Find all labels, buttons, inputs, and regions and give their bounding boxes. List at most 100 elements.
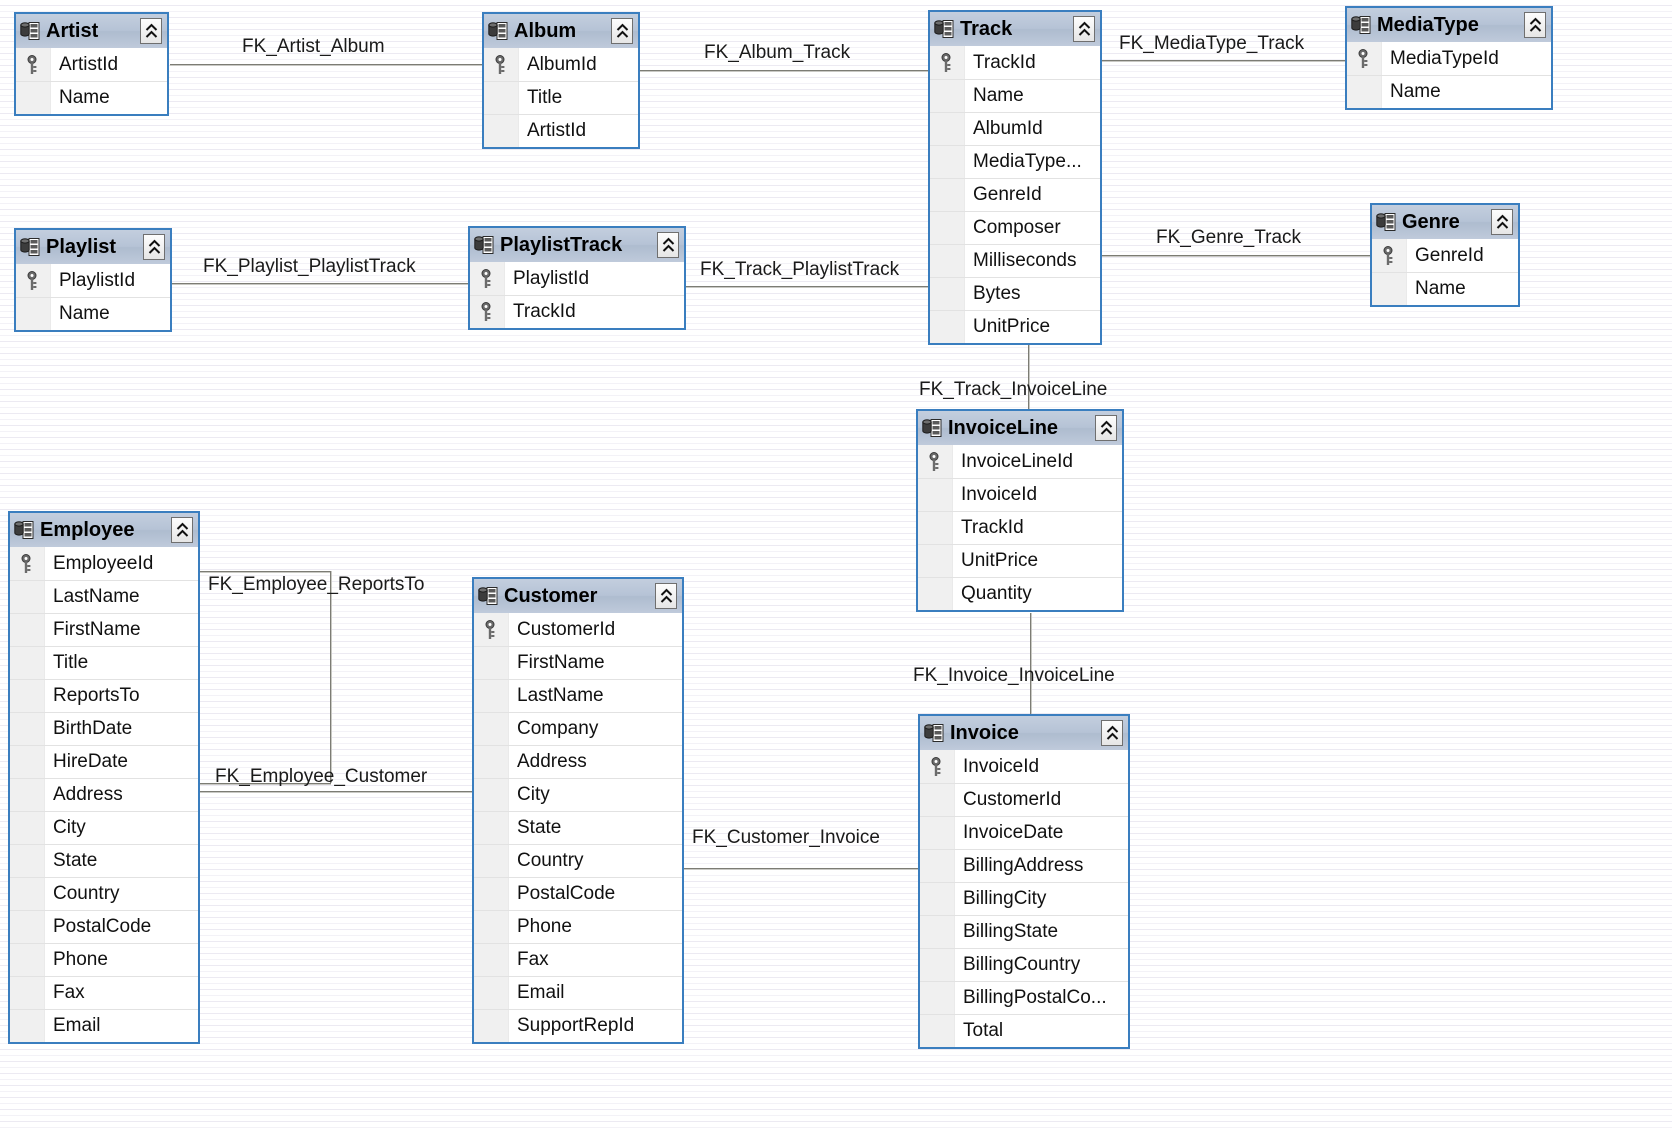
connector-fk-employee-customer[interactable] [200,791,472,792]
column-row[interactable]: Composer [930,211,1100,244]
column-row[interactable]: BillingCity [920,882,1128,915]
column-row[interactable]: State [10,844,198,877]
connector-fk-artist-album[interactable] [170,64,482,65]
column-row[interactable]: Quantity [918,577,1122,610]
column-row[interactable]: ArtistId [484,114,638,147]
column-row[interactable]: TrackId [918,511,1122,544]
column-row[interactable]: Company [474,712,682,745]
column-row[interactable]: Fax [10,976,198,1009]
column-row[interactable]: Name [16,81,167,114]
relationship-label[interactable]: FK_Invoice_InvoiceLine [913,665,1115,686]
column-row[interactable]: City [474,778,682,811]
connector-fk-invoice-invoiceline[interactable] [1030,613,1031,714]
relationship-label[interactable]: FK_Employee_ReportsTo [208,574,425,595]
column-row[interactable]: Fax [474,943,682,976]
relationship-label[interactable]: FK_Genre_Track [1156,227,1302,248]
column-row[interactable]: UnitPrice [918,544,1122,577]
column-row[interactable]: BillingCountry [920,948,1128,981]
connector-fk-genre-track[interactable] [1102,255,1370,256]
chevron-double-up-icon[interactable] [1491,209,1513,235]
column-row[interactable]: Email [10,1009,198,1042]
relationship-label[interactable]: FK_Track_InvoiceLine [919,379,1108,400]
table-header[interactable]: Invoice [920,716,1128,750]
chevron-double-up-icon[interactable] [1101,720,1123,746]
connector-fk-employee-reportsto-side[interactable] [330,571,331,783]
column-row[interactable]: BillingState [920,915,1128,948]
column-row[interactable]: Name [1347,75,1551,108]
column-row[interactable]: Milliseconds [930,244,1100,277]
column-row[interactable]: AlbumId [930,112,1100,145]
table-header[interactable]: MediaType [1347,8,1551,42]
column-row[interactable]: SupportRepId [474,1009,682,1042]
column-row[interactable]: Email [474,976,682,1009]
table-header[interactable]: Album [484,14,638,48]
column-row[interactable]: Name [16,297,170,330]
column-row[interactable]: UnitPrice [930,310,1100,343]
relationship-label[interactable]: FK_Artist_Album [242,36,385,57]
connector-fk-employee-reportsto-bottom[interactable] [200,783,331,784]
column-row[interactable]: Title [484,81,638,114]
column-row[interactable]: InvoiceId [920,750,1128,783]
column-row[interactable]: LastName [474,679,682,712]
chevron-double-up-icon[interactable] [611,18,633,44]
column-row[interactable]: Total [920,1014,1128,1047]
table-header[interactable]: PlaylistTrack [470,228,684,262]
column-row[interactable]: BillingPostalCo... [920,981,1128,1014]
column-row[interactable]: CustomerId [474,613,682,646]
column-row[interactable]: GenreId [1372,239,1518,272]
column-row[interactable]: Country [10,877,198,910]
column-row[interactable]: Phone [474,910,682,943]
column-row[interactable]: HireDate [10,745,198,778]
column-row[interactable]: Country [474,844,682,877]
chevron-double-up-icon[interactable] [171,517,193,543]
table-header[interactable]: Employee [10,513,198,547]
column-row[interactable]: ReportsTo [10,679,198,712]
column-row[interactable]: Title [10,646,198,679]
column-row[interactable]: City [10,811,198,844]
column-row[interactable]: CustomerId [920,783,1128,816]
column-row[interactable]: InvoiceDate [920,816,1128,849]
relationship-label[interactable]: FK_Playlist_PlaylistTrack [203,256,416,277]
table-header[interactable]: InvoiceLine [918,411,1122,445]
column-row[interactable]: BillingAddress [920,849,1128,882]
chevron-double-up-icon[interactable] [655,583,677,609]
column-row[interactable]: AlbumId [484,48,638,81]
chevron-double-up-icon[interactable] [657,232,679,258]
column-row[interactable]: FirstName [474,646,682,679]
chevron-double-up-icon[interactable] [143,234,165,260]
connector-fk-playlist-playlisttrack[interactable] [172,283,468,284]
chevron-double-up-icon[interactable] [1095,415,1117,441]
relationship-label[interactable]: FK_Album_Track [704,42,851,63]
chevron-double-up-icon[interactable] [1524,12,1546,38]
column-row[interactable]: Address [474,745,682,778]
table-header[interactable]: Playlist [16,230,170,264]
table-header[interactable]: Genre [1372,205,1518,239]
chevron-double-up-icon[interactable] [1073,16,1095,42]
connector-fk-employee-reportsto-top[interactable] [200,571,331,572]
column-row[interactable]: GenreId [930,178,1100,211]
connector-fk-customer-invoice[interactable] [684,868,918,869]
chevron-double-up-icon[interactable] [140,18,162,44]
column-row[interactable]: Address [10,778,198,811]
column-row[interactable]: LastName [10,580,198,613]
column-row[interactable]: Bytes [930,277,1100,310]
relationship-label[interactable]: FK_Customer_Invoice [692,827,880,848]
column-row[interactable]: InvoiceId [918,478,1122,511]
column-row[interactable]: Name [930,79,1100,112]
column-row[interactable]: TrackId [930,46,1100,79]
column-row[interactable]: PostalCode [474,877,682,910]
column-row[interactable]: Phone [10,943,198,976]
relationship-label[interactable]: FK_Employee_Customer [215,766,428,787]
table-header[interactable]: Track [930,12,1100,46]
relationship-label[interactable]: FK_MediaType_Track [1119,33,1305,54]
